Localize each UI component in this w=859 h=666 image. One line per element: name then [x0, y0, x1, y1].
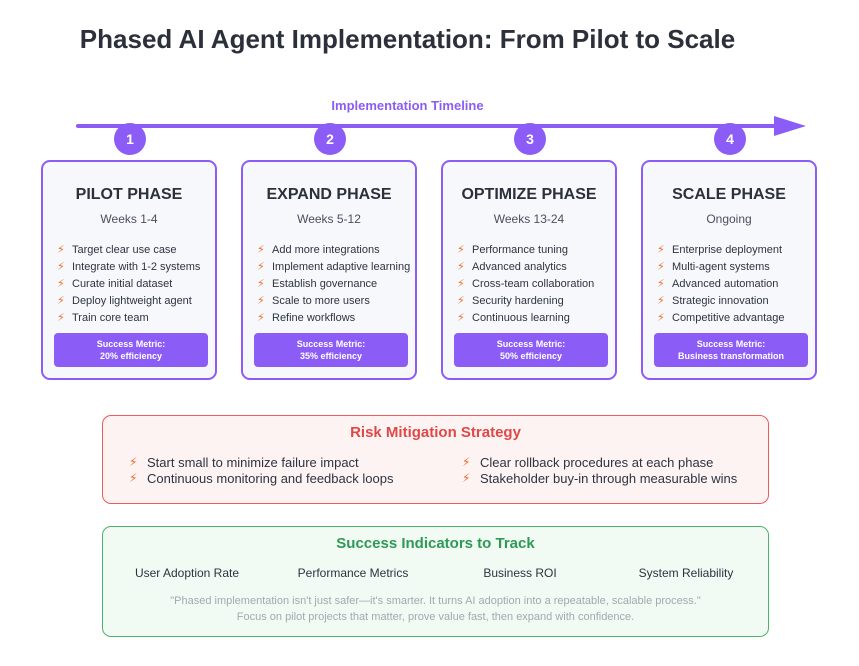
timeline-arrowhead: [774, 116, 806, 136]
list-item: ⚡Clear rollback procedures at each phase: [462, 454, 714, 470]
list-item: ⚡Establish governance: [257, 277, 378, 291]
phase-duration: Weeks 5-12: [297, 212, 361, 226]
phase-title: OPTIMIZE PHASE: [461, 186, 597, 203]
phase-3-number: 3: [514, 123, 546, 155]
list-item: ⚡Competitive advantage: [657, 311, 785, 325]
indicator-business-roi: Business ROI: [483, 566, 557, 580]
phase-card-optimize: OPTIMIZE PHASE Weeks 13-24 ⚡Performance …: [441, 160, 617, 380]
list-item: ⚡Refine workflows: [257, 311, 356, 325]
lightning-icon: ⚡: [457, 261, 465, 273]
metric-value: Business transformation: [677, 351, 785, 361]
list-item: ⚡Integrate with 1-2 systems: [57, 260, 201, 274]
metric-label: Success Metric:: [496, 339, 566, 349]
lightning-icon: ⚡: [257, 244, 265, 256]
success-metric-badge: Success Metric: 20% efficiency: [54, 333, 208, 367]
list-item: ⚡Target clear use case: [57, 243, 177, 257]
phase-task-list: ⚡Enterprise deployment ⚡Multi-agent syst…: [657, 241, 785, 326]
lightning-icon: ⚡: [57, 312, 65, 324]
list-item: ⚡Cross-team collaboration: [457, 277, 595, 291]
metric-label: Success Metric:: [696, 339, 766, 349]
lightning-icon: ⚡: [457, 278, 465, 290]
lightning-icon: ⚡: [57, 278, 65, 290]
phase-1-number: 1: [114, 123, 146, 155]
quote-line-2: Focus on pilot projects that matter, pro…: [236, 611, 635, 623]
timeline-line: [76, 124, 780, 128]
phase-task-list: ⚡Performance tuning ⚡Advanced analytics …: [457, 241, 594, 326]
phase-task-list: ⚡Target clear use case ⚡Integrate with 1…: [57, 241, 200, 326]
list-item: ⚡Performance tuning: [457, 243, 568, 257]
phase-2-number: 2: [314, 123, 346, 155]
list-item: ⚡Advanced analytics: [457, 260, 567, 274]
list-item: ⚡Stakeholder buy-in through measurable w…: [462, 470, 738, 486]
lightning-icon: ⚡: [129, 471, 138, 485]
phase-card-pilot: PILOT PHASE Weeks 1-4 ⚡Target clear use …: [41, 160, 217, 380]
metric-value: 35% efficiency: [299, 351, 363, 361]
list-item: ⚡Security hardening: [457, 294, 564, 308]
metric-label: Success Metric:: [296, 339, 366, 349]
lightning-icon: ⚡: [257, 295, 265, 307]
list-item: ⚡Implement adaptive learning: [257, 260, 411, 274]
list-item: ⚡Multi-agent systems: [657, 260, 770, 274]
lightning-icon: ⚡: [257, 312, 265, 324]
lightning-icon: ⚡: [257, 261, 265, 273]
phase-card-expand: EXPAND PHASE Weeks 5-12 ⚡Add more integr…: [241, 160, 417, 380]
success-metric-badge: Success Metric: 50% efficiency: [454, 333, 608, 367]
phase-title: PILOT PHASE: [75, 186, 183, 203]
lightning-icon: ⚡: [462, 455, 471, 469]
lightning-icon: ⚡: [657, 312, 665, 324]
lightning-icon: ⚡: [457, 244, 465, 256]
list-item: ⚡Advanced automation: [657, 277, 779, 291]
success-indicators-panel: Success Indicators to Track User Adoptio…: [102, 526, 769, 637]
quote: "Phased implementation isn't just safer—…: [103, 593, 768, 625]
lightning-icon: ⚡: [57, 244, 65, 256]
list-item: ⚡Strategic innovation: [657, 294, 769, 308]
risk-list-right: ⚡Clear rollback procedures at each phase…: [462, 454, 737, 486]
phase-4-number: 4: [714, 123, 746, 155]
list-item: ⚡Add more integrations: [257, 243, 380, 257]
list-item: ⚡Continuous learning: [457, 311, 570, 325]
phase-duration: Weeks 13-24: [493, 212, 565, 226]
list-item: ⚡Deploy lightweight agent: [57, 294, 192, 308]
lightning-icon: ⚡: [57, 261, 65, 273]
lightning-icon: ⚡: [57, 295, 65, 307]
phase-duration: Weeks 1-4: [100, 212, 158, 226]
indicator-system-reliability: System Reliability: [638, 566, 734, 580]
lightning-icon: ⚡: [657, 244, 665, 256]
lightning-icon: ⚡: [457, 312, 465, 324]
risk-mitigation-panel: Risk Mitigation Strategy ⚡Start small to…: [102, 415, 769, 504]
success-metric-badge: Success Metric: 35% efficiency: [254, 333, 408, 367]
list-item: ⚡Start small to minimize failure impact: [129, 454, 359, 470]
list-item: ⚡Train core team: [57, 311, 149, 325]
metric-value: 50% efficiency: [499, 351, 563, 361]
metric-value: 20% efficiency: [99, 351, 163, 361]
lightning-icon: ⚡: [657, 261, 665, 273]
phase-title: EXPAND PHASE: [266, 186, 392, 203]
page-title: Phased AI Agent Implementation: From Pil…: [79, 24, 736, 54]
phase-card-scale: SCALE PHASE Ongoing ⚡Enterprise deployme…: [641, 160, 817, 380]
lightning-icon: ⚡: [462, 471, 471, 485]
metric-label: Success Metric:: [96, 339, 166, 349]
phase-title: SCALE PHASE: [672, 186, 786, 203]
indicator-user-adoption: User Adoption Rate: [134, 566, 240, 580]
lightning-icon: ⚡: [457, 295, 465, 307]
success-title: Success Indicators to Track: [336, 535, 535, 552]
risk-list-left: ⚡Start small to minimize failure impact …: [129, 454, 393, 486]
risk-title: Risk Mitigation Strategy: [350, 424, 521, 441]
quote-line-1: "Phased implementation isn't just safer—…: [170, 595, 701, 607]
list-item: ⚡Continuous monitoring and feedback loop…: [129, 470, 394, 486]
indicator-performance-metrics: Performance Metrics: [297, 566, 409, 580]
lightning-icon: ⚡: [257, 278, 265, 290]
success-metric-badge: Success Metric: Business transformation: [654, 333, 808, 367]
phase-duration: Ongoing: [706, 212, 752, 226]
list-item: ⚡Scale to more users: [257, 294, 370, 308]
lightning-icon: ⚡: [657, 295, 665, 307]
lightning-icon: ⚡: [129, 455, 138, 469]
list-item: ⚡Enterprise deployment: [657, 243, 783, 257]
phase-task-list: ⚡Add more integrations ⚡Implement adapti…: [257, 241, 410, 326]
list-item: ⚡Curate initial dataset: [57, 277, 173, 291]
timeline-label: Implementation Timeline: [331, 98, 484, 113]
lightning-icon: ⚡: [657, 278, 665, 290]
